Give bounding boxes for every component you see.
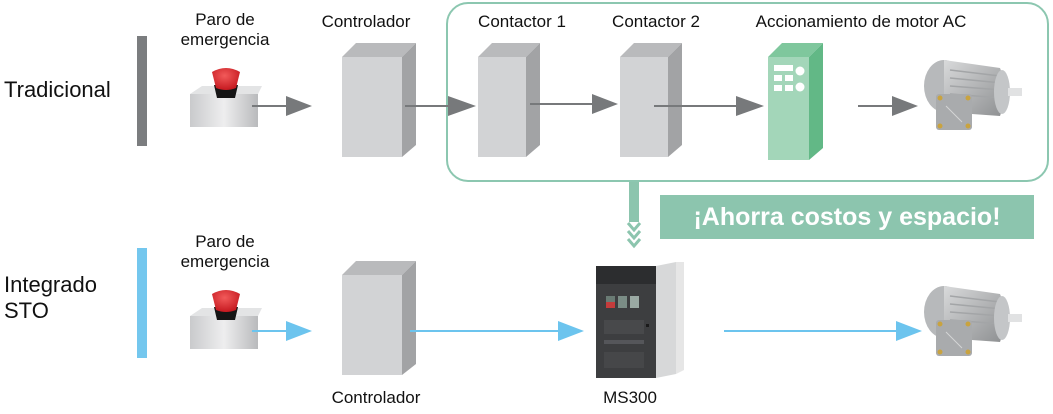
arrow-estop-to-controller xyxy=(252,96,312,116)
traditional-estop-label: Paro de emergencia xyxy=(172,10,278,50)
arrow-estop-to-controller-integrated xyxy=(252,321,312,341)
arrow-drive-to-motor xyxy=(858,96,918,116)
integrated-controller-label: Controlador xyxy=(331,388,421,407)
ac-motor-drive-icon xyxy=(768,43,823,160)
traditional-estop-label-line1: Paro de xyxy=(195,10,255,29)
ac-motor-icon xyxy=(924,286,1022,356)
arrow-contactor2-to-drive xyxy=(654,96,764,116)
arrow-controller-to-ms300 xyxy=(410,321,584,341)
emergency-stop-icon xyxy=(190,68,262,127)
row-label-traditional: Tradicional xyxy=(4,77,111,102)
arrow-ms300-to-motor xyxy=(724,321,922,341)
replacement-connector xyxy=(626,182,642,249)
integrated-accent-bar xyxy=(137,248,147,358)
traditional-controller-label: Controlador xyxy=(321,12,411,31)
traditional-estop-label-line2: emergencia xyxy=(180,30,270,49)
ms300-label: MS300 xyxy=(603,388,657,407)
integrated-estop-label-line2: emergencia xyxy=(180,252,270,271)
savings-banner: ¡Ahorra costos y espacio! xyxy=(660,195,1034,239)
row-label-integrated-line2: STO xyxy=(4,298,49,323)
contactor2-label: Contactor 2 xyxy=(612,12,700,31)
ac-motor-icon xyxy=(924,60,1022,130)
contactor2-box-icon xyxy=(620,43,682,157)
integrated-estop-label: Paro de emergencia xyxy=(172,232,278,272)
integrated-estop-label-line1: Paro de xyxy=(195,232,255,251)
ms300-drive-icon xyxy=(596,262,684,378)
arrow-controller-to-contactor1 xyxy=(405,96,476,116)
ac-drive-label: Accionamiento de motor AC xyxy=(755,12,967,31)
replaced-components-group xyxy=(446,2,1049,182)
arrow-contactor1-to-contactor2 xyxy=(530,94,618,114)
contactor1-label: Contactor 1 xyxy=(478,12,566,31)
contactor1-box-icon xyxy=(478,43,540,157)
controller-box-icon xyxy=(342,261,416,375)
row-label-integrated: Integrado STO xyxy=(4,272,97,324)
traditional-accent-bar xyxy=(137,36,147,146)
controller-box-icon xyxy=(342,43,416,157)
emergency-stop-icon xyxy=(190,290,262,349)
row-label-integrated-line1: Integrado xyxy=(4,272,97,297)
